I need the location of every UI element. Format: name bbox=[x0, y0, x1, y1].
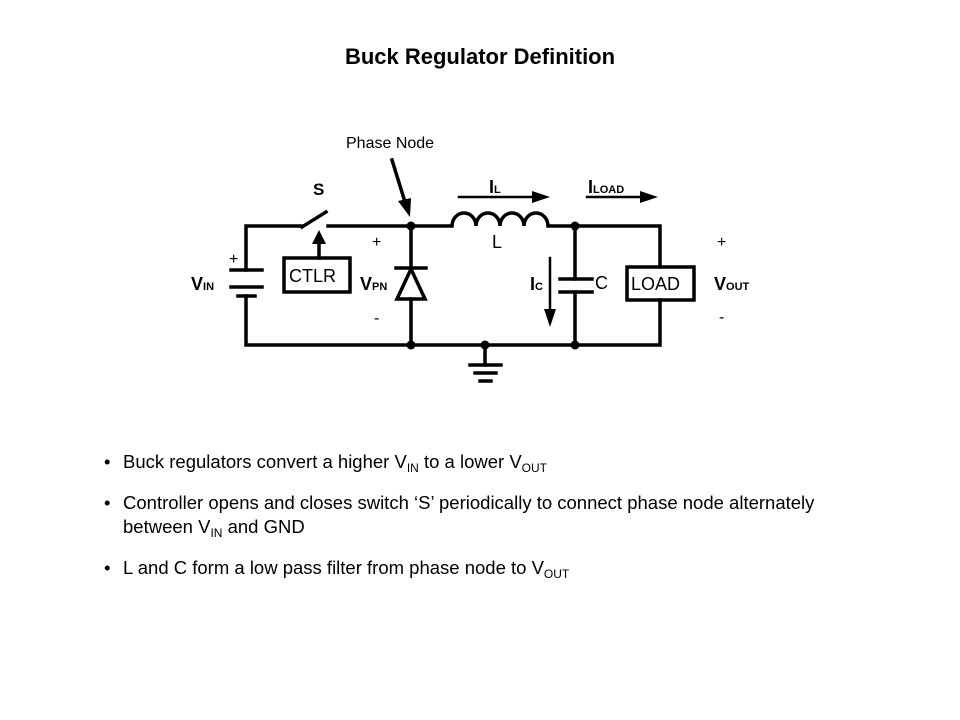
controller-box bbox=[282, 256, 352, 294]
iload-label: ILOAD bbox=[588, 177, 624, 197]
vpn-label: VPN bbox=[360, 274, 387, 294]
phase-node-arrow-icon bbox=[398, 198, 411, 217]
controller-label: CTLR bbox=[289, 266, 336, 286]
vin-plus: + bbox=[229, 251, 238, 268]
vin-label: VIN bbox=[191, 274, 214, 294]
inductor-label: L bbox=[492, 232, 502, 252]
phase-node-arrow-shaft bbox=[389, 157, 408, 205]
wire-top-right bbox=[546, 224, 662, 269]
junction-dot bbox=[480, 340, 490, 350]
bullet-list: Buck regulators convert a higher VIN to … bbox=[104, 450, 864, 597]
controller-arrow-icon bbox=[312, 230, 326, 244]
inductor bbox=[450, 211, 550, 227]
wire-bottom bbox=[244, 294, 662, 347]
bullet-item: L and C form a low pass filter from phas… bbox=[104, 556, 864, 580]
switch-blade bbox=[299, 209, 329, 230]
capacitor-label: C bbox=[595, 273, 608, 293]
vpn-plus: + bbox=[372, 234, 381, 251]
load-label: LOAD bbox=[631, 274, 680, 294]
junction-dot bbox=[570, 221, 580, 231]
load-box bbox=[625, 265, 696, 302]
bullet-item: Controller opens and closes switch ‘S’ p… bbox=[104, 491, 864, 539]
phase-node-label: Phase Node bbox=[346, 135, 434, 152]
junction-dot bbox=[406, 340, 416, 350]
vout-label: VOUT bbox=[714, 274, 750, 294]
bullet-item: Buck regulators convert a higher VIN to … bbox=[104, 450, 864, 474]
wire-top-left bbox=[244, 224, 304, 272]
ic-label: IC bbox=[530, 274, 543, 294]
il-label: IL bbox=[489, 177, 501, 197]
phase-node-dot bbox=[406, 221, 416, 231]
junction-dot bbox=[570, 340, 580, 350]
battery-icon bbox=[229, 268, 264, 298]
ground-icon bbox=[468, 343, 503, 383]
ic-arrow-icon bbox=[544, 309, 556, 327]
diode-triangle bbox=[394, 264, 428, 301]
vout-minus: - bbox=[719, 309, 724, 326]
switch-label: S bbox=[313, 180, 324, 199]
vout-plus: + bbox=[717, 234, 726, 251]
il-arrow-icon bbox=[532, 191, 550, 203]
iload-arrow-icon bbox=[640, 191, 658, 203]
vpn-minus: - bbox=[374, 310, 379, 327]
slide-title: Buck Regulator Definition bbox=[344, 44, 616, 69]
